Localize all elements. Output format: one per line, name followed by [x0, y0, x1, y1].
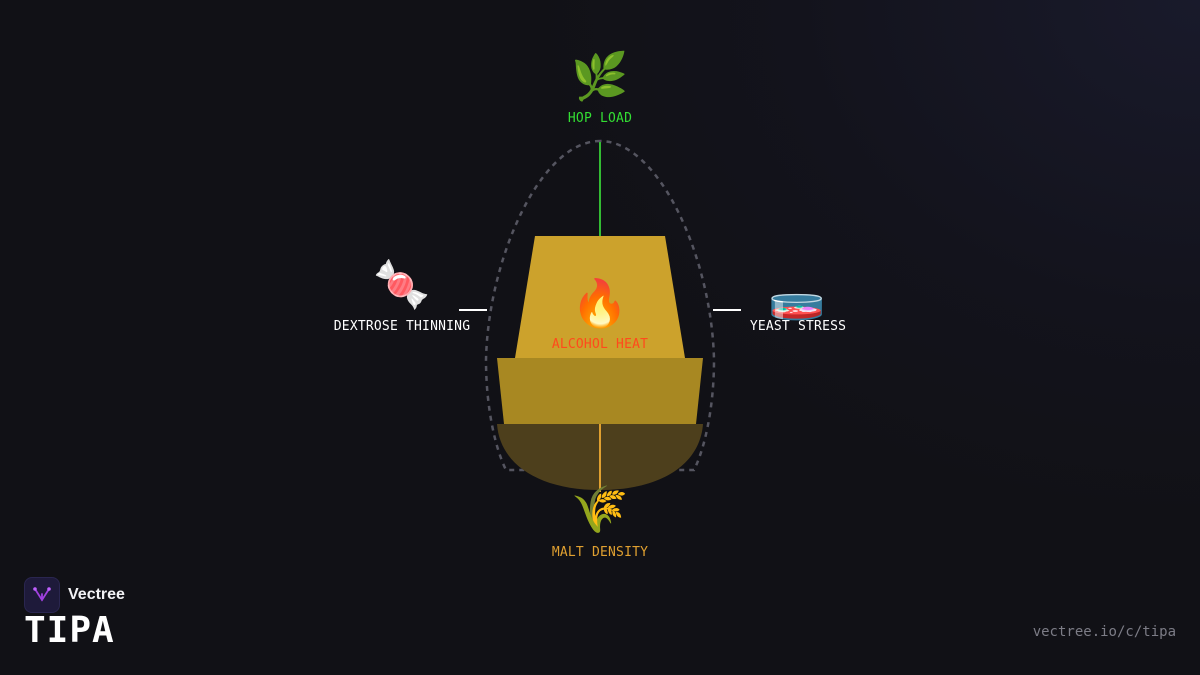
source-url[interactable]: vectree.io/c/tipa — [1032, 624, 1176, 640]
brand: Vectree — [24, 577, 125, 613]
petri-dish-icon: 🧫 — [768, 268, 826, 322]
fire-icon: 🔥 — [571, 276, 629, 330]
glass-mid-layer — [497, 358, 703, 424]
malt-density-label: MALT DENSITY — [551, 545, 649, 560]
glass-top-layer — [515, 236, 685, 358]
wheat-icon: 🌾 — [571, 482, 629, 536]
yeast-stress-label: YEAST STRESS — [749, 319, 847, 334]
hop-load-label: HOP LOAD — [567, 111, 633, 126]
alcohol-heat-label: ALCOHOL HEAT — [551, 337, 649, 352]
brand-name: Vectree — [68, 586, 125, 603]
vectree-logo-icon — [24, 577, 60, 613]
dextrose-thinning-label: DEXTROSE THINNING — [333, 319, 471, 334]
herb-icon: 🌿 — [571, 49, 629, 103]
page-title: TIPA — [24, 610, 115, 651]
candy-icon: 🍬 — [373, 257, 431, 311]
